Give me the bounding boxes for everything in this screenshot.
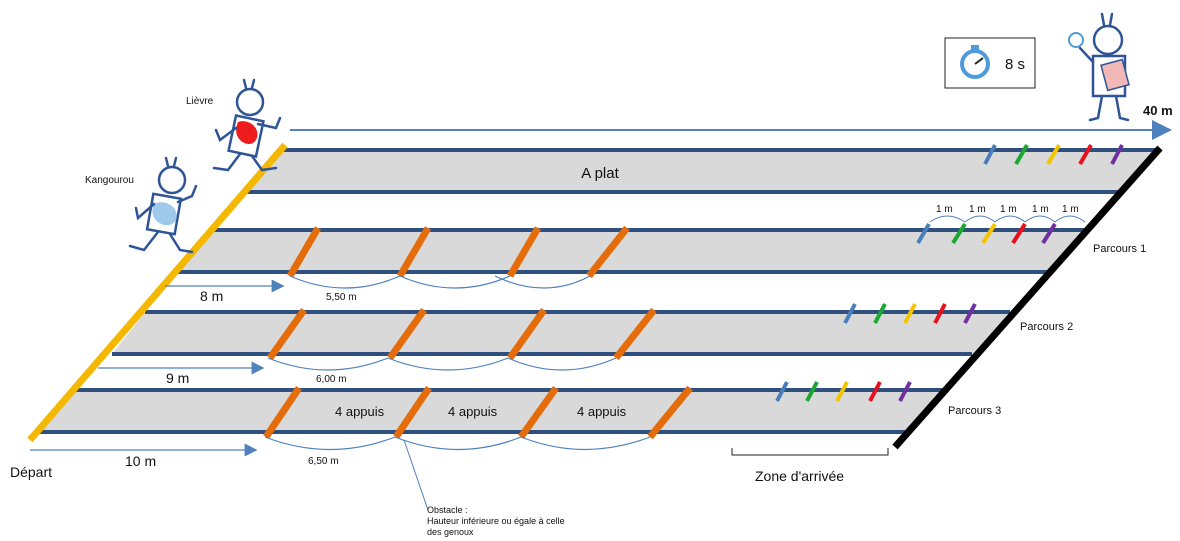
timekeeper-figure bbox=[1068, 12, 1130, 122]
marker-gap-3: 1 m bbox=[1000, 204, 1017, 215]
lane-flat: A plat bbox=[246, 148, 1158, 194]
course2-label: Parcours 2 bbox=[1020, 321, 1073, 333]
approach-arrows bbox=[30, 279, 285, 457]
distance-total-label: 40 m bbox=[1143, 103, 1173, 118]
kangaroo-label: Kangourou bbox=[85, 175, 134, 186]
marker-gap-2: 1 m bbox=[969, 204, 986, 215]
marker-gap-5: 1 m bbox=[1062, 204, 1079, 215]
obstacles-course2 bbox=[267, 307, 657, 361]
spacing-c2-label: 6,00 m bbox=[316, 374, 347, 385]
approach-c1-label: 8 m bbox=[200, 288, 223, 304]
spacing-c1-label: 5,50 m bbox=[326, 292, 357, 303]
supports-label-3: 4 appuis bbox=[577, 404, 627, 419]
obstacle-note-line1: Obstacle : bbox=[427, 505, 468, 515]
lane-flat-label: A plat bbox=[581, 165, 619, 182]
kangaroo-runner-figure bbox=[128, 156, 198, 254]
finish-zone-bracket bbox=[731, 448, 889, 456]
obstacle-note-line2: Hauteur inférieure ou égale à celle bbox=[427, 516, 565, 526]
spacing-c3-label: 6,50 m bbox=[308, 456, 339, 467]
stopwatch-icon bbox=[960, 45, 990, 79]
obstacle-note-pointer bbox=[403, 439, 429, 511]
lane-course1 bbox=[176, 228, 1086, 274]
markers-course1 bbox=[916, 222, 1057, 245]
marker-gap-arcs bbox=[929, 215, 1086, 223]
marker-gap-4: 1 m bbox=[1032, 204, 1049, 215]
supports-label-2: 4 appuis bbox=[448, 404, 498, 419]
approach-c2-label: 9 m bbox=[166, 370, 189, 386]
supports-label-1: 4 appuis bbox=[335, 404, 385, 419]
obstacles-course1 bbox=[286, 225, 630, 279]
timer-box: 8 s bbox=[944, 37, 1036, 89]
finish-zone-label: Zone d'arrivée bbox=[755, 468, 844, 484]
hare-label: Lièvre bbox=[186, 96, 214, 107]
lane-course3 bbox=[40, 388, 945, 434]
approach-c3-label: 10 m bbox=[125, 453, 156, 469]
finish-line bbox=[892, 145, 1163, 450]
start-label: Départ bbox=[10, 464, 52, 480]
markers-course2 bbox=[843, 303, 977, 324]
spacing-arcs bbox=[264, 275, 651, 451]
marker-gap-1: 1 m bbox=[936, 204, 953, 215]
course3-label: Parcours 3 bbox=[948, 405, 1001, 417]
obstacles-course3 bbox=[263, 385, 693, 440]
timer-value: 8 s bbox=[1005, 56, 1025, 73]
hare-runner-figure bbox=[212, 78, 282, 172]
course1-label: Parcours 1 bbox=[1093, 243, 1146, 255]
start-line bbox=[27, 142, 288, 443]
lane-course2 bbox=[112, 310, 1010, 356]
markers-course3 bbox=[775, 381, 912, 402]
obstacle-note-line3: des genoux bbox=[427, 527, 474, 537]
markers-flat bbox=[983, 143, 1124, 166]
